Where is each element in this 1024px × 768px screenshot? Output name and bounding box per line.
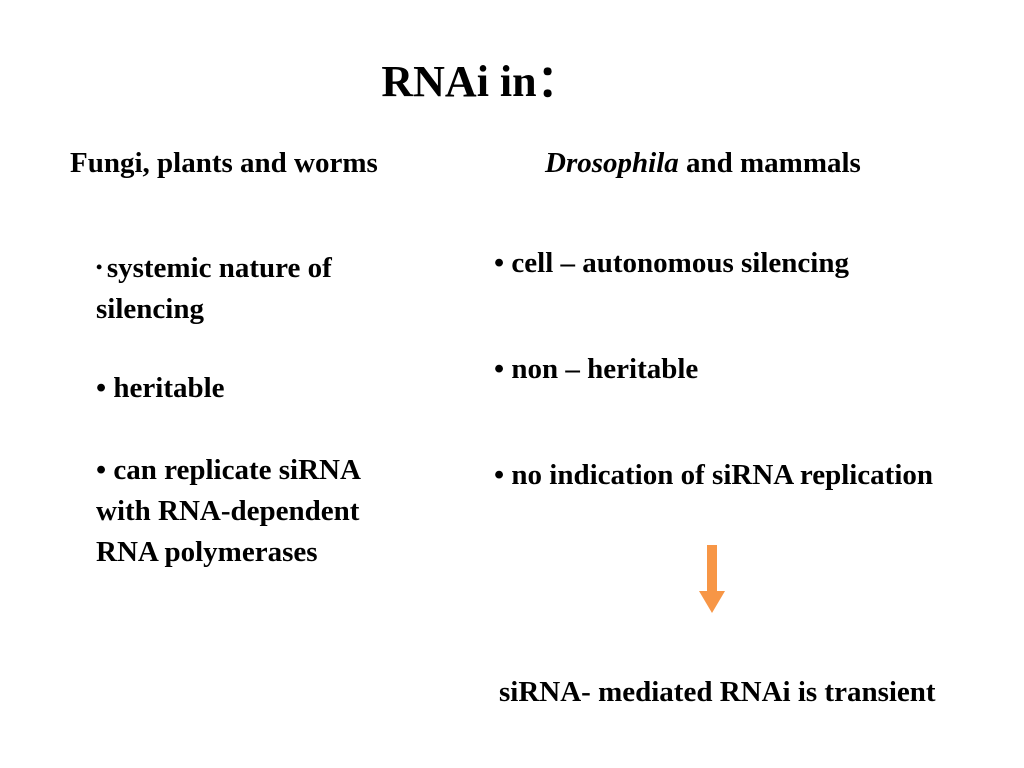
right-bullet-3-text: no indication of siRNA replication	[511, 459, 934, 491]
bullet-marker: •	[494, 247, 512, 279]
slide-title: RNAi in：	[381, 57, 581, 106]
left-bullet-1-text: systemic nature of silencing	[96, 252, 332, 325]
right-bullet-3: • no indication of siRNA replication	[494, 455, 933, 496]
right-column-heading: Drosophila and mammals	[545, 144, 861, 182]
right-bullet-1: • cell – autonomous silencing	[494, 243, 849, 284]
bullet-marker: •	[494, 459, 512, 491]
right-column-heading-rest: and mammals	[678, 147, 861, 179]
bullet-marker: •	[96, 257, 107, 277]
left-bullet-3-text: can replicate siRNA with RNA-dependent R…	[96, 454, 360, 568]
bullet-marker: •	[96, 372, 114, 404]
right-bullet-2: • non – heritable	[494, 349, 698, 390]
down-arrow-icon	[699, 545, 725, 613]
right-bullet-2-text: non – heritable	[511, 353, 699, 385]
down-arrow-shape	[699, 545, 725, 613]
right-bullet-1-text: cell – autonomous silencing	[511, 247, 849, 279]
left-bullet-1: • systemic nature of silencing	[96, 247, 396, 330]
right-column-heading-italic: Drosophila	[545, 147, 679, 179]
bullet-marker: •	[96, 454, 114, 486]
left-bullet-2-text: heritable	[113, 372, 225, 404]
bullet-marker: •	[494, 353, 512, 385]
left-bullet-3: • can replicate siRNA with RNA-dependent…	[96, 450, 416, 573]
left-column-heading: Fungi, plants and worms	[70, 147, 378, 179]
conclusion-text: siRNA- mediated RNAi is transient	[499, 676, 936, 708]
left-bullet-2: • heritable	[96, 368, 396, 409]
